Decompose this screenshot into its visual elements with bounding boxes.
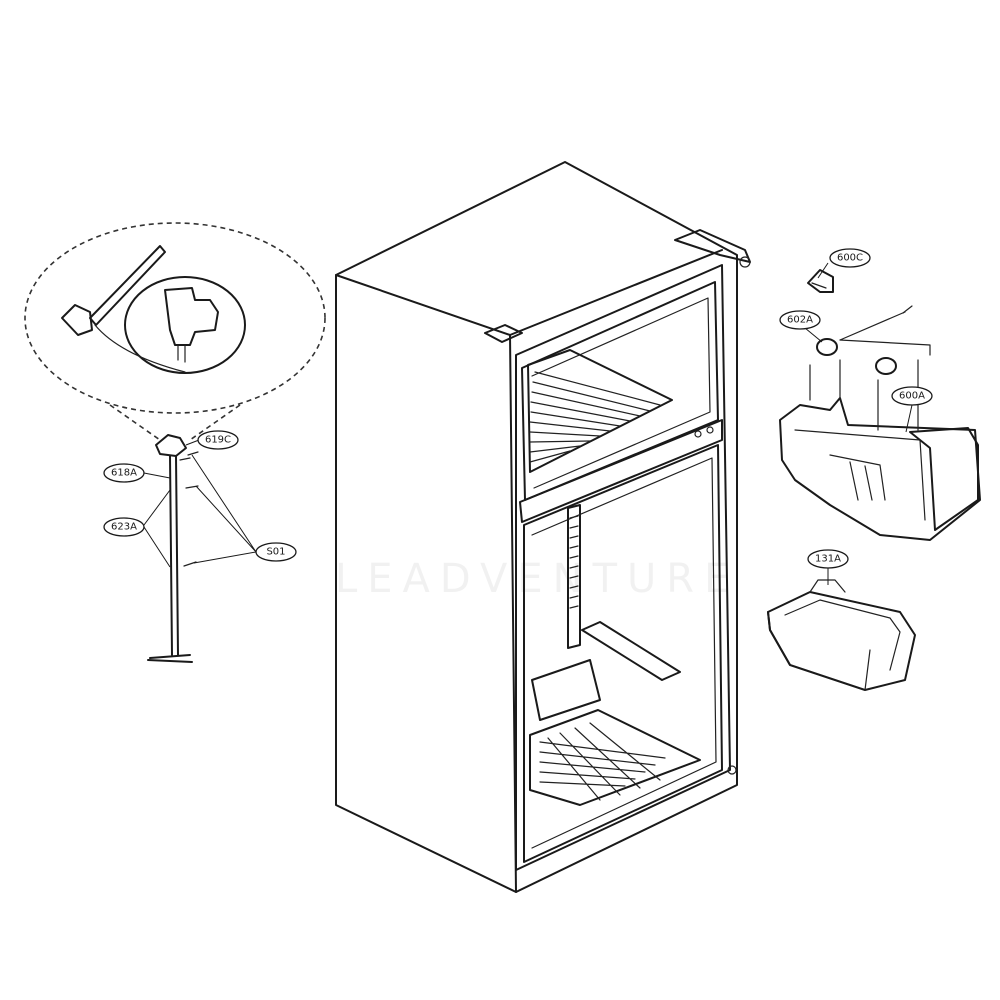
refrigerator-cabinet [335, 161, 751, 893]
fresh-food-wire-shelf [529, 709, 701, 806]
callout-s01: S01 [191, 454, 297, 564]
callout-623a: 623A [103, 489, 171, 568]
freezer-wire-shelf [527, 349, 673, 473]
ice-maker-assembly [779, 269, 981, 541]
callout-618a: 618A [103, 463, 171, 483]
callout-602a: 602A [779, 310, 823, 343]
grommet-602a-left [816, 338, 838, 356]
ice-bin [767, 579, 916, 691]
callout-600c: 600C [817, 248, 871, 279]
mounting-bracket-600c [807, 269, 834, 293]
ice-maker-body [779, 397, 981, 541]
top-hinge [674, 229, 751, 263]
callout-131a-label: 131A [815, 554, 841, 565]
callout-602a-label: 602A [787, 315, 813, 326]
grommet-602a-right [875, 357, 897, 375]
callout-619c: 619C [185, 430, 239, 450]
water-tube [89, 245, 166, 326]
callout-131a: 131A [807, 549, 849, 585]
callout-600a: 600A [891, 386, 933, 433]
tube-coil [124, 276, 246, 374]
callout-s01-label: S01 [266, 547, 285, 558]
water-valve-detail [24, 222, 326, 663]
thermostat-knob [484, 324, 523, 343]
valve-fitting [61, 304, 93, 336]
callout-600a-label: 600A [899, 391, 925, 402]
callout-618a-label: 618A [111, 468, 137, 479]
callout-619c-label: 619C [205, 435, 231, 446]
callout-623a-label: 623A [111, 522, 137, 533]
watermark-text: LEADVENTURE [335, 556, 739, 602]
valve-body [155, 434, 187, 457]
callout-600c-label: 600C [837, 253, 863, 264]
solenoid-valve [164, 287, 219, 346]
detail-magnifier-outline [24, 222, 326, 414]
